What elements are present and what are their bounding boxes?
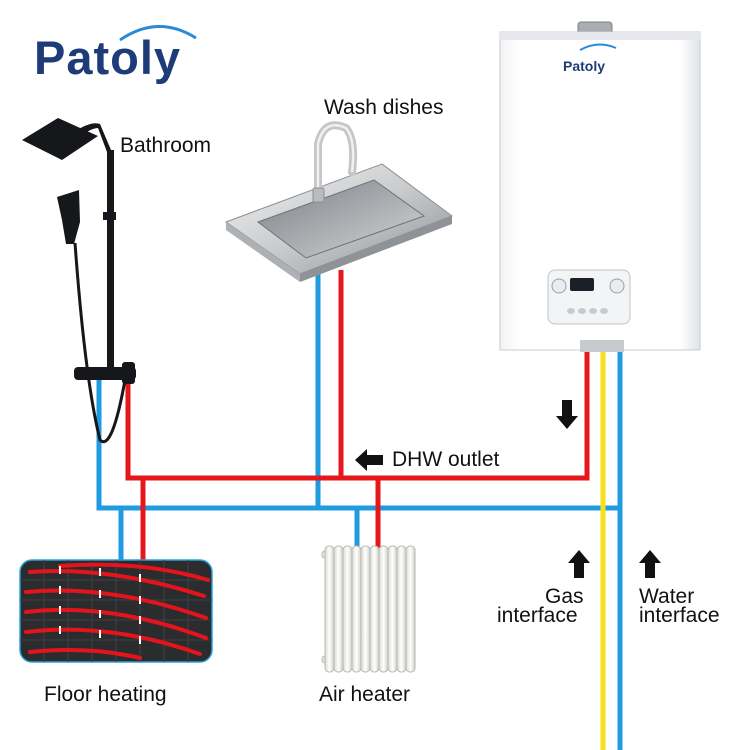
mode-knob bbox=[609, 278, 625, 294]
rain-shower-head bbox=[22, 118, 98, 160]
logo-swoosh bbox=[119, 25, 197, 42]
gas-up-arrow-icon bbox=[568, 550, 590, 578]
label-bathroom: Bathroom bbox=[120, 134, 212, 157]
label-gas-interface-line2: interface bbox=[497, 604, 578, 627]
floor-heating-image bbox=[19, 559, 213, 663]
hand-shower bbox=[57, 190, 80, 244]
label-air-heater: Air heater bbox=[319, 683, 411, 706]
water-up-arrow-icon bbox=[639, 550, 661, 578]
temperature-knob bbox=[551, 278, 567, 294]
display-screen bbox=[570, 278, 594, 291]
cold-water-pipe bbox=[96, 380, 620, 511]
dhw-outlet-arrow-icon bbox=[355, 449, 383, 471]
label-water-interface-line2: interface bbox=[639, 604, 720, 627]
label-dhw-outlet: DHW outlet bbox=[392, 448, 500, 471]
label-gas-interface-line1: Gas bbox=[545, 585, 584, 608]
heater-logo-swoosh bbox=[579, 43, 617, 51]
heater-logo: Patoly bbox=[563, 58, 605, 74]
sink-basin bbox=[256, 179, 426, 259]
brand-logo: Patoly bbox=[34, 31, 182, 84]
hot-water-pipe bbox=[125, 350, 590, 481]
water-heater bbox=[499, 21, 701, 352]
pipes bbox=[96, 270, 623, 750]
down-arrow-icon bbox=[556, 400, 578, 429]
shower-mixer bbox=[74, 367, 136, 380]
shower-set bbox=[22, 118, 136, 444]
label-floor-heating: Floor heating bbox=[44, 683, 167, 706]
kitchen-sink bbox=[224, 121, 454, 282]
shower-riser bbox=[107, 150, 114, 375]
label-wash-dishes: Wash dishes bbox=[324, 96, 444, 119]
radiator-image bbox=[321, 545, 416, 673]
label-water-interface-line1: Water bbox=[639, 585, 695, 608]
